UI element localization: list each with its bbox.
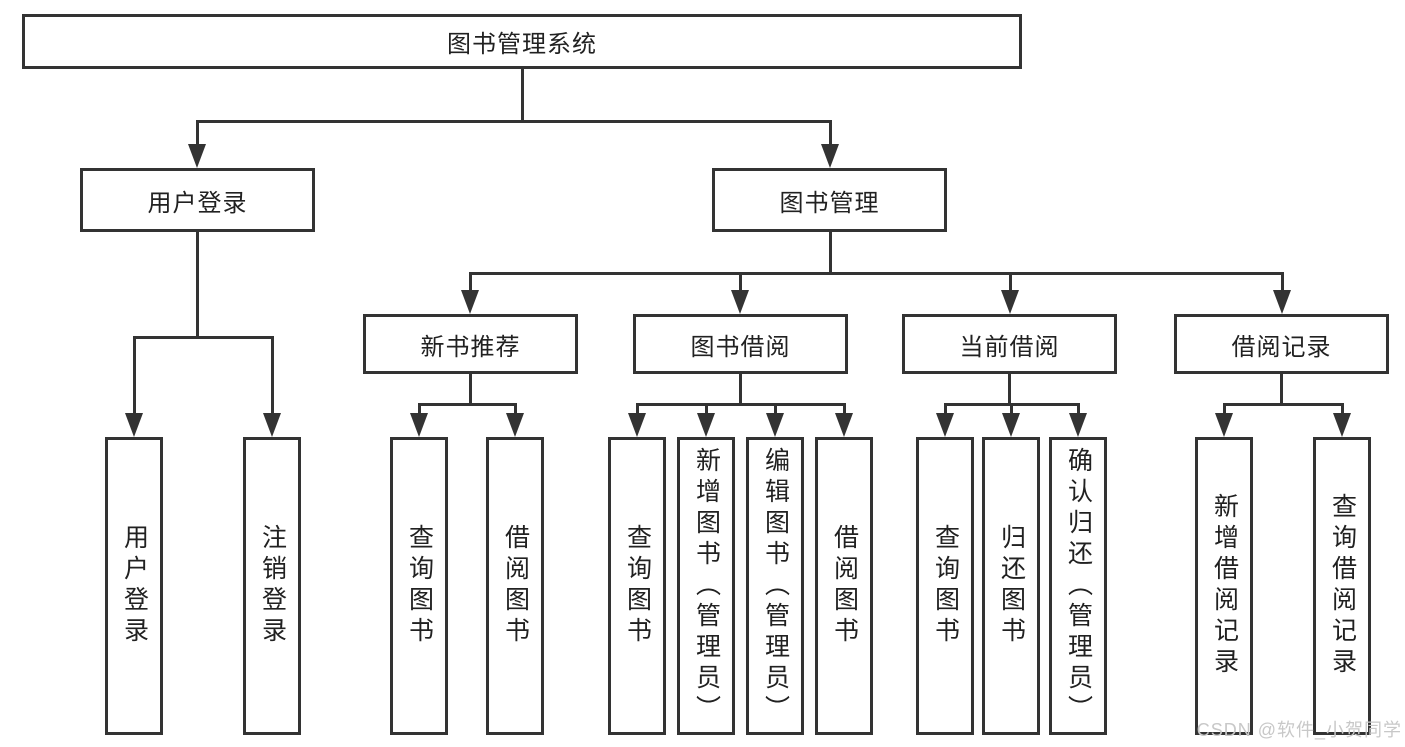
arrowhead-bb-edit <box>766 413 784 437</box>
node-current-borrow: 当前借阅 <box>902 314 1117 374</box>
leaf-bb-add-books-admin-label: 新增图书（管理员） <box>692 446 721 726</box>
connector-cb-stem <box>1008 374 1011 406</box>
connector-root-branch <box>195 120 832 123</box>
node-book-mgmt-label: 图书管理 <box>779 189 880 217</box>
leaf-logout-label: 注销登录 <box>258 524 287 648</box>
connector-root-stem <box>520 69 524 120</box>
leaf-nbr-borrow-books: 借阅图书 <box>486 437 544 735</box>
connector-nbr-branch <box>417 403 517 406</box>
connector-stem-nbr-borrow <box>513 405 517 415</box>
arrowhead-br-add <box>1215 413 1233 437</box>
node-root-label: 图书管理系统 <box>447 31 597 58</box>
connector-stem-br-add <box>1222 405 1226 415</box>
node-book-borrow: 图书借阅 <box>633 314 848 374</box>
arrowhead-book-borrow <box>731 290 749 314</box>
node-current-borrow-label: 当前借阅 <box>959 333 1060 361</box>
node-user-login-label: 用户登录 <box>147 189 248 217</box>
connector-stem-cb-query <box>943 405 947 415</box>
leaf-logout: 注销登录 <box>243 437 301 735</box>
leaf-cb-query-books: 查询图书 <box>916 437 974 735</box>
node-borrow-records-label: 借阅记录 <box>1231 333 1332 361</box>
node-user-login: 用户登录 <box>80 168 315 232</box>
connector-cb-branch <box>943 403 1080 406</box>
connector-user-login-branch <box>132 336 274 339</box>
leaf-bb-query-books: 查询图书 <box>608 437 666 735</box>
node-borrow-records: 借阅记录 <box>1174 314 1389 374</box>
connector-user-login-stem <box>195 232 199 336</box>
leaf-cb-query-books-label: 查询图书 <box>931 524 960 648</box>
leaf-bb-query-books-label: 查询图书 <box>623 524 652 648</box>
connector-stem-book-mgmt <box>828 122 832 150</box>
arrowhead-user-login <box>188 144 206 168</box>
leaf-cb-confirm-return-admin: 确认归还（管理员） <box>1049 437 1107 735</box>
arrowhead-br-query <box>1333 413 1351 437</box>
arrowhead-bb-add <box>697 413 715 437</box>
arrowhead-current-borrow <box>1001 290 1019 314</box>
leaf-bb-add-books-admin: 新增图书（管理员） <box>677 437 735 735</box>
leaf-nbr-query-books: 查询图书 <box>390 437 448 735</box>
leaf-bb-borrow-books-label: 借阅图书 <box>830 524 859 648</box>
leaf-user-login: 用户登录 <box>105 437 163 735</box>
connector-book-mgmt-branch <box>468 272 1284 275</box>
connector-stem-leaf-login <box>132 339 136 415</box>
connector-book-mgmt-stem <box>828 232 832 272</box>
arrowhead-bb-borrow <box>835 413 853 437</box>
connector-br-branch <box>1222 403 1344 406</box>
node-new-book-recommend-label: 新书推荐 <box>420 333 521 361</box>
leaf-br-add-record-label: 新增借阅记录 <box>1210 493 1239 679</box>
connector-stem-bb-add <box>704 405 708 415</box>
arrowhead-cb-query <box>936 413 954 437</box>
arrowhead-bb-query <box>628 413 646 437</box>
connector-stem-bb-borrow <box>842 405 846 415</box>
watermark: CSDN @软件_小贺同学 <box>1196 720 1402 740</box>
leaf-nbr-borrow-books-label: 借阅图书 <box>501 524 530 648</box>
connector-stem-current-borrow <box>1008 275 1012 293</box>
arrowhead-cb-return <box>1002 413 1020 437</box>
leaf-bb-edit-books-admin-label: 编辑图书（管理员） <box>761 446 790 726</box>
connector-stem-br-query <box>1340 405 1344 415</box>
arrowhead-new-book-recommend <box>461 290 479 314</box>
connector-stem-bb-edit <box>773 405 777 415</box>
leaf-cb-confirm-return-admin-label: 确认归还（管理员） <box>1064 446 1093 726</box>
leaf-user-login-label: 用户登录 <box>120 524 149 648</box>
arrowhead-leaf-logout <box>263 413 281 437</box>
node-root: 图书管理系统 <box>22 14 1022 69</box>
leaf-cb-return-books-label: 归还图书 <box>997 524 1026 648</box>
connector-bb-branch <box>635 403 846 406</box>
connector-stem-book-borrow <box>738 275 742 293</box>
connector-stem-bb-query <box>635 405 639 415</box>
leaf-bb-edit-books-admin: 编辑图书（管理员） <box>746 437 804 735</box>
arrowhead-nbr-query <box>410 413 428 437</box>
connector-stem-leaf-logout <box>270 339 274 415</box>
connector-br-stem <box>1280 374 1283 406</box>
arrowhead-book-mgmt <box>821 144 839 168</box>
connector-stem-nbr-query <box>417 405 421 415</box>
arrowhead-cb-confirm <box>1069 413 1087 437</box>
leaf-bb-borrow-books: 借阅图书 <box>815 437 873 735</box>
connector-bb-stem <box>739 374 742 406</box>
arrowhead-borrow-records <box>1273 290 1291 314</box>
leaf-br-query-record: 查询借阅记录 <box>1313 437 1371 735</box>
node-book-borrow-label: 图书借阅 <box>690 333 791 361</box>
connector-nbr-stem <box>469 374 472 406</box>
arrowhead-leaf-login <box>125 413 143 437</box>
connector-stem-borrow-records <box>1280 275 1284 293</box>
leaf-br-add-record: 新增借阅记录 <box>1195 437 1253 735</box>
arrowhead-nbr-borrow <box>506 413 524 437</box>
leaf-nbr-query-books-label: 查询图书 <box>405 524 434 648</box>
node-new-book-recommend: 新书推荐 <box>363 314 578 374</box>
connector-stem-new-book-recommend <box>468 275 472 293</box>
leaf-cb-return-books: 归还图书 <box>982 437 1040 735</box>
node-book-mgmt: 图书管理 <box>712 168 947 232</box>
leaf-br-query-record-label: 查询借阅记录 <box>1328 493 1357 679</box>
connector-stem-cb-confirm <box>1076 405 1080 415</box>
connector-stem-cb-return <box>1009 405 1013 415</box>
connector-stem-user-login <box>195 122 199 150</box>
